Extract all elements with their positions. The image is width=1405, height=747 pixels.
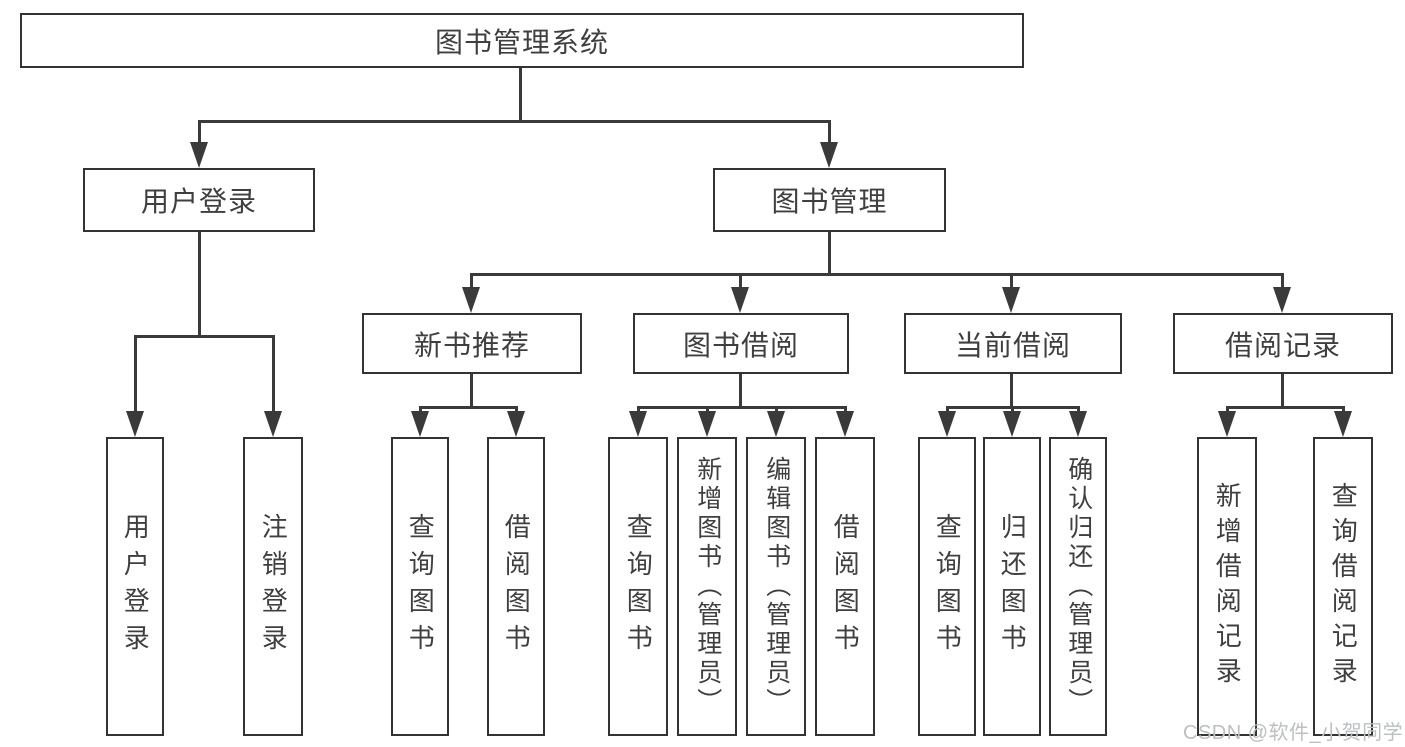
connector-line — [1281, 273, 1284, 291]
leaf-label: 查询图书 — [623, 512, 654, 661]
arrow-down-icon — [1069, 411, 1087, 437]
node-book-management-label: 图书管理 — [771, 186, 888, 217]
connector-line — [134, 335, 274, 338]
leaf-borrow-book-recommend: 借阅图书 — [487, 437, 545, 736]
connector-line — [739, 273, 742, 291]
connector-line — [1010, 374, 1013, 408]
node-library-system: 图书管理系统 — [20, 13, 1024, 68]
arrow-down-icon — [1273, 287, 1291, 313]
arrow-down-icon — [698, 411, 716, 437]
node-book-borrow-label: 图书借阅 — [682, 329, 799, 361]
leaf-query-borrow-record: 查询借阅记录 — [1313, 437, 1373, 736]
connector-line — [828, 232, 831, 275]
leaf-query-book-current: 查询图书 — [918, 437, 976, 736]
leaf-label: 借阅图书 — [830, 512, 861, 661]
connector-line — [470, 374, 473, 408]
arrow-down-icon — [767, 411, 785, 437]
leaf-label: 查询借阅记录 — [1328, 481, 1359, 692]
arrow-down-icon — [1218, 411, 1236, 437]
connector-line — [198, 232, 201, 337]
node-borrow-records: 借阅记录 — [1173, 313, 1393, 374]
arrow-down-icon — [820, 142, 838, 168]
leaf-logout: 注销登录 — [243, 437, 303, 736]
leaf-add-borrow-record: 新增借阅记录 — [1197, 437, 1257, 736]
arrow-down-icon — [836, 411, 854, 437]
connector-line — [470, 273, 473, 291]
connector-line — [1281, 374, 1284, 408]
arrow-down-icon — [731, 287, 749, 313]
arrow-down-icon — [938, 411, 956, 437]
node-user-login-label: 用户登录 — [140, 186, 257, 217]
node-new-book-recommend: 新书推荐 — [362, 313, 582, 374]
leaf-label: 确认归还（管理员） — [1064, 456, 1093, 717]
leaf-user-login: 用户登录 — [106, 437, 164, 736]
leaf-return-book: 归还图书 — [983, 437, 1041, 736]
leaf-query-book-recommend: 查询图书 — [391, 437, 449, 736]
leaf-label: 新增图书（管理员） — [693, 456, 722, 717]
connector-line — [134, 335, 137, 417]
arrow-down-icon — [629, 411, 647, 437]
node-user-login: 用户登录 — [83, 168, 315, 232]
arrow-down-icon — [190, 142, 208, 168]
connector-line — [419, 406, 518, 409]
leaf-label: 新增借阅记录 — [1212, 481, 1243, 692]
node-borrow-records-label: 借阅记录 — [1224, 329, 1341, 361]
node-book-borrow: 图书借阅 — [633, 313, 849, 374]
node-library-system-label: 图书管理系统 — [434, 26, 609, 58]
leaf-logout-label: 注销登录 — [258, 512, 289, 661]
arrow-down-icon — [411, 411, 429, 437]
node-book-management: 图书管理 — [713, 168, 946, 232]
leaf-label: 归还图书 — [997, 512, 1028, 661]
arrow-down-icon — [1002, 287, 1020, 313]
arrow-down-icon — [507, 411, 525, 437]
leaf-label: 编辑图书（管理员） — [762, 456, 791, 717]
connector-line — [198, 120, 201, 148]
connector-line — [1226, 406, 1345, 409]
connector-line — [470, 273, 1284, 276]
node-new-book-recommend-label: 新书推荐 — [413, 329, 530, 361]
node-current-borrow-label: 当前借阅 — [954, 329, 1071, 361]
leaf-confirm-return-admin: 确认归还（管理员） — [1049, 437, 1107, 736]
connector-line — [739, 374, 742, 408]
connector-line — [272, 335, 275, 417]
node-current-borrow: 当前借阅 — [904, 313, 1122, 374]
connector-line — [198, 120, 830, 123]
connector-line — [519, 68, 522, 122]
leaf-query-book-borrow: 查询图书 — [608, 437, 668, 736]
leaf-user-login-label: 用户登录 — [120, 512, 151, 661]
connector-line — [828, 120, 831, 148]
watermark: CSDN @软件_小贺同学 — [1183, 722, 1404, 744]
connector-line — [637, 406, 847, 409]
connector-line — [1010, 273, 1013, 291]
arrow-down-icon — [1003, 411, 1021, 437]
leaf-borrow-book: 借阅图书 — [815, 437, 875, 736]
leaf-edit-book-admin: 编辑图书（管理员） — [746, 437, 806, 736]
arrow-down-icon — [264, 411, 282, 437]
arrow-down-icon — [126, 411, 144, 437]
leaf-label: 借阅图书 — [501, 512, 532, 661]
leaf-label: 查询图书 — [932, 512, 963, 661]
arrow-down-icon — [1334, 411, 1352, 437]
leaf-add-book-admin: 新增图书（管理员） — [677, 437, 737, 736]
leaf-label: 查询图书 — [405, 512, 436, 661]
arrow-down-icon — [462, 287, 480, 313]
